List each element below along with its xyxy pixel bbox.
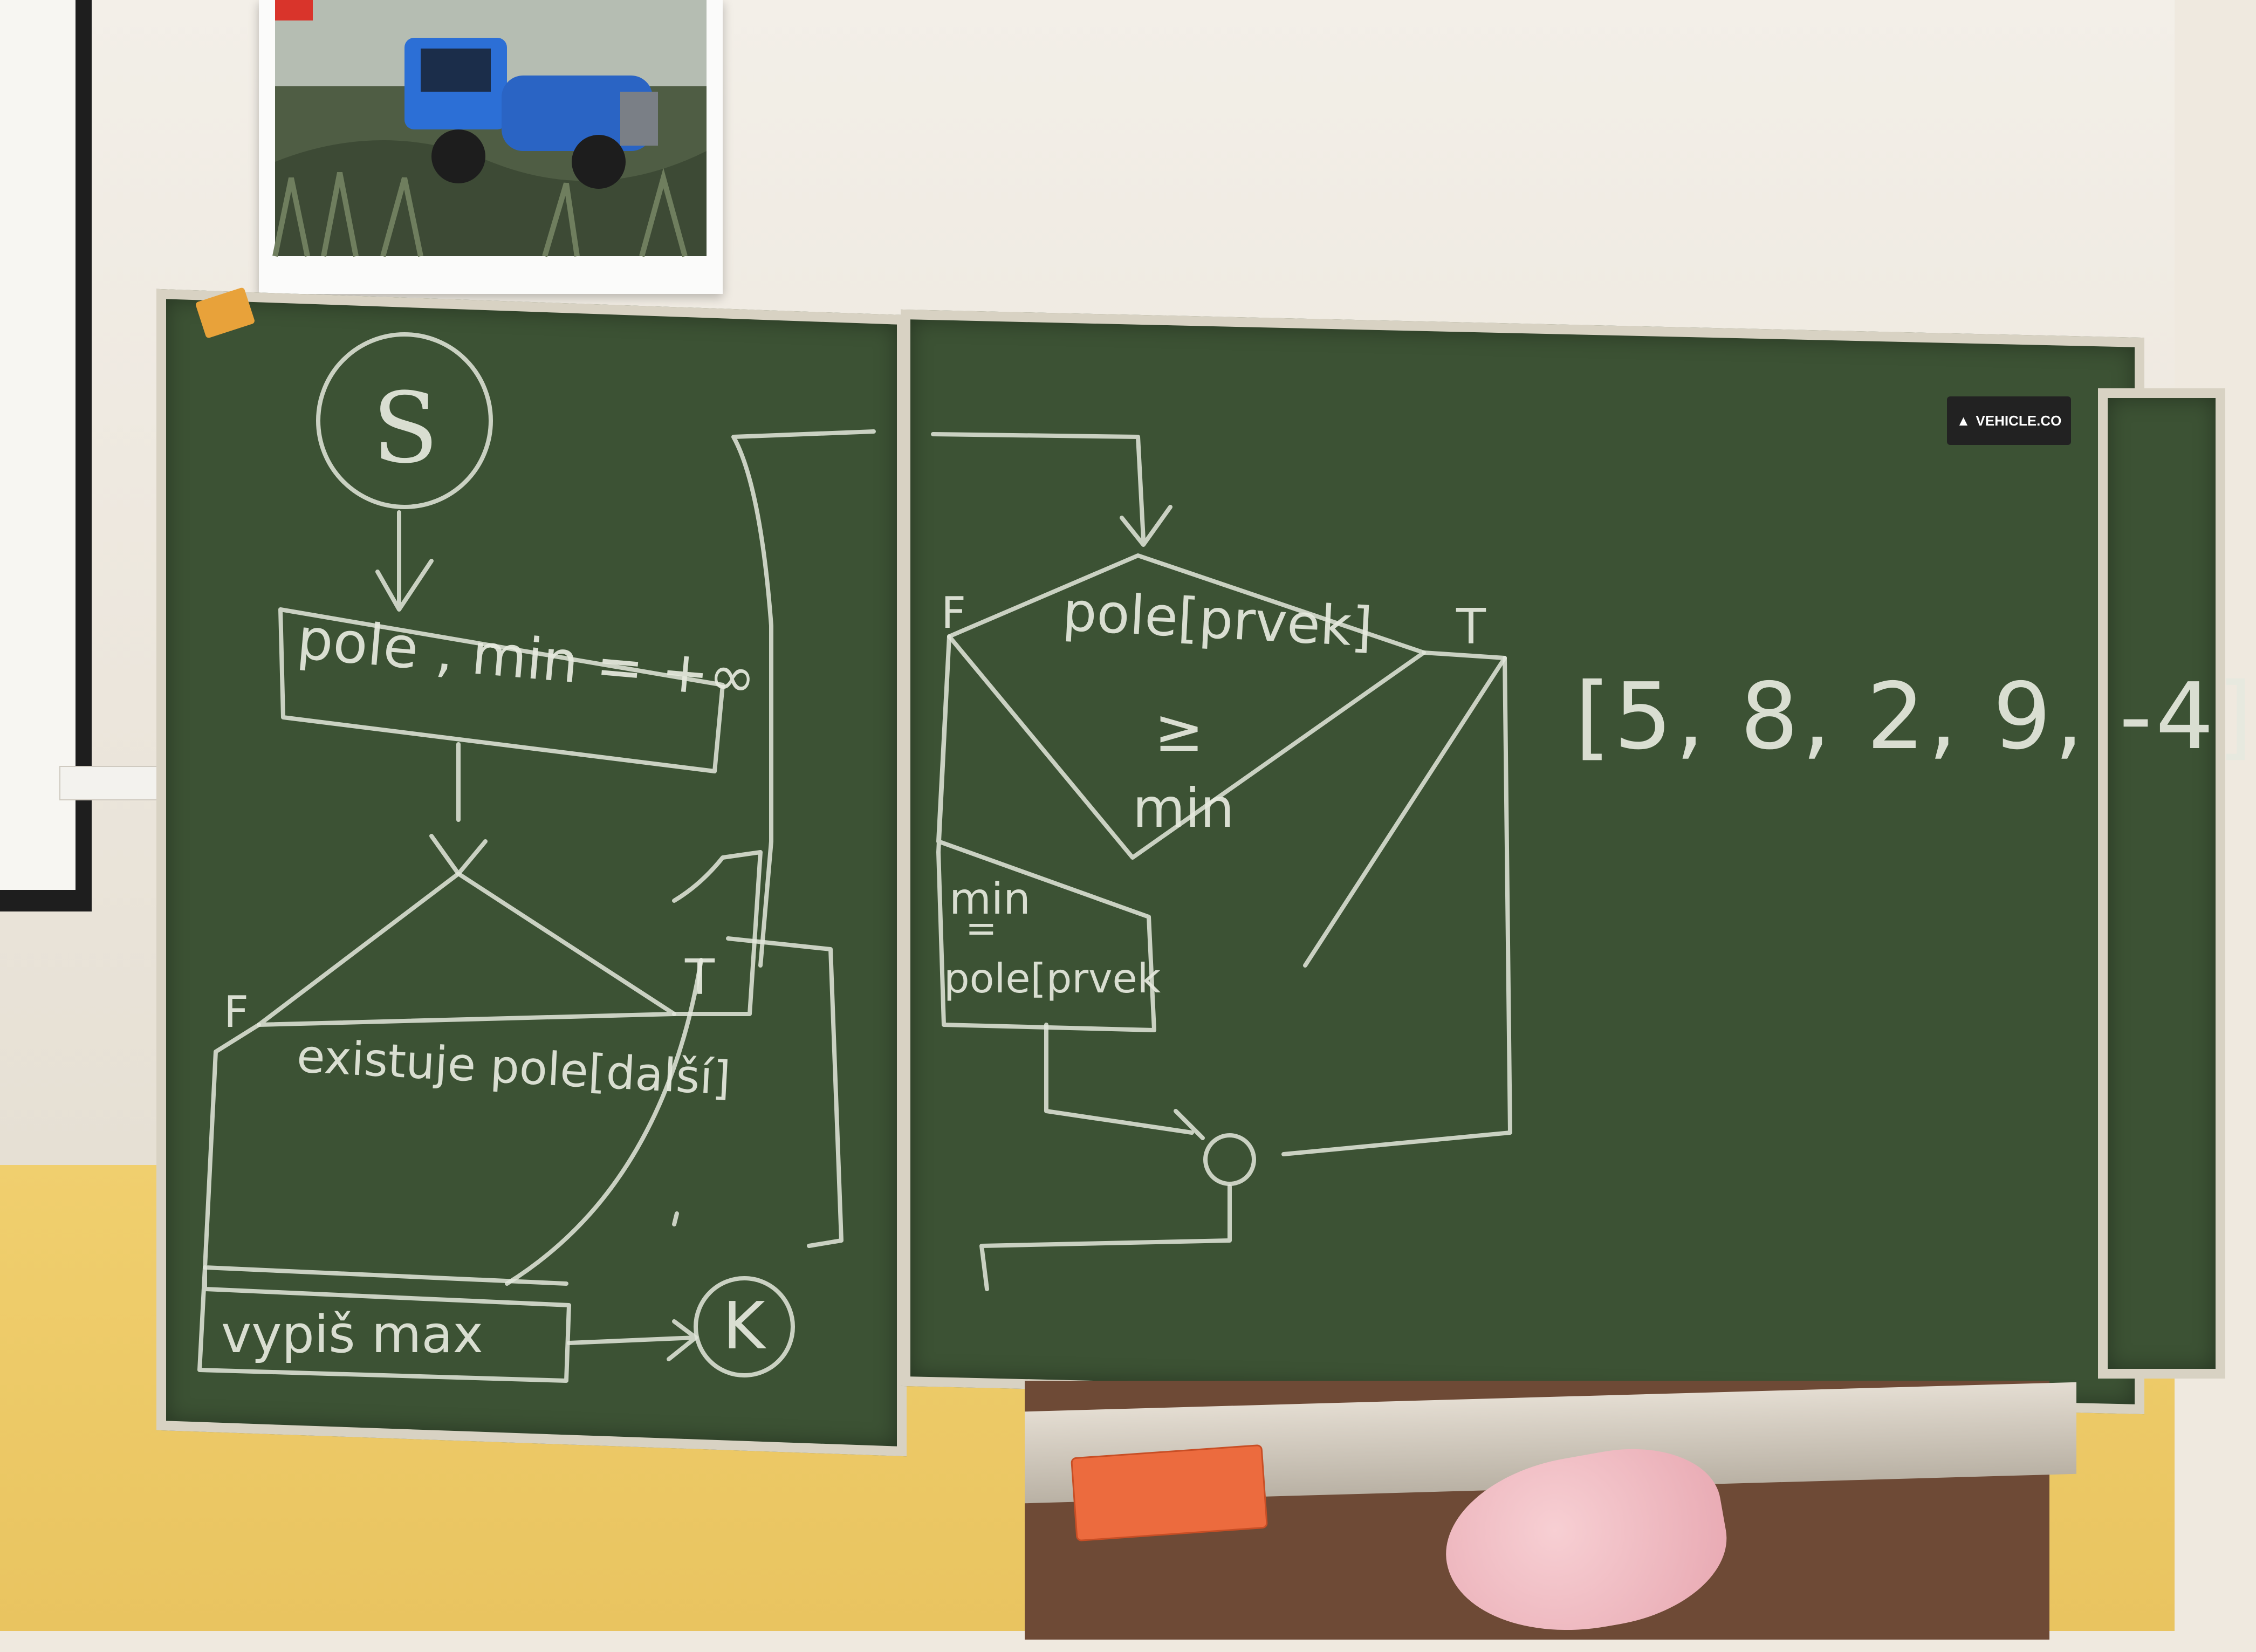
true-branch-top bbox=[672, 850, 763, 1016]
vehicle-sticker-label: VEHICLE.CO bbox=[1976, 412, 2062, 429]
middle-condition-operator: ≥ bbox=[1154, 696, 1204, 765]
recycle-triangle-icon: ▲ bbox=[1956, 412, 1971, 429]
arrow-start-to-init bbox=[375, 510, 434, 612]
middle-condition-line2: min bbox=[1133, 777, 1235, 840]
end-terminal-label: K bbox=[723, 1289, 765, 1364]
truck-illustration bbox=[272, 0, 707, 257]
array-example-text: [5, 8, 2, 9, -4] bbox=[1575, 663, 2256, 770]
false-label-left: F bbox=[224, 987, 249, 1037]
merge-right-bracket bbox=[726, 936, 844, 1248]
logo-icon bbox=[275, 0, 313, 20]
output-statement-text: vypiš max bbox=[221, 1305, 483, 1365]
start-terminal-shape bbox=[316, 332, 493, 509]
loop-back-path bbox=[731, 429, 876, 968]
truck-poster bbox=[259, 0, 723, 294]
init-process-box bbox=[278, 607, 725, 773]
projector-screen-surface bbox=[0, 0, 76, 890]
merge-curve-left bbox=[505, 958, 703, 1286]
flowchart-chalk-lines bbox=[197, 332, 1512, 1383]
condition-diamond-left bbox=[257, 872, 676, 1027]
chalkboard-right bbox=[2098, 388, 2225, 1379]
right-return-path bbox=[1281, 656, 1512, 1156]
false-branch-left bbox=[203, 1023, 568, 1286]
sponge-eraser bbox=[1070, 1444, 1268, 1542]
vehicle-sticker: ▲ VEHICLE.CO bbox=[1947, 396, 2071, 445]
condition-diamond-middle bbox=[947, 553, 1426, 860]
arrow-output-to-end bbox=[567, 1319, 698, 1361]
assign-operator: = bbox=[965, 906, 997, 950]
projector-screen bbox=[0, 0, 92, 911]
arrow-assign-to-merge bbox=[1044, 1023, 1205, 1140]
merge-connector-middle bbox=[1203, 1133, 1256, 1186]
truck-photo bbox=[272, 0, 707, 257]
true-branch-middle bbox=[1303, 650, 1507, 968]
true-label-middle: T bbox=[1456, 599, 1486, 655]
arrow-into-middle-condition bbox=[931, 432, 1172, 547]
false-label-middle: F bbox=[941, 588, 966, 638]
arrow-init-to-merge bbox=[429, 742, 488, 876]
assign-process-box bbox=[936, 634, 1156, 1032]
chalk-mark bbox=[672, 1211, 679, 1226]
true-label-left: T bbox=[685, 949, 715, 1006]
assign-line2: pole[prvek bbox=[944, 955, 1161, 1002]
end-terminal-shape bbox=[694, 1276, 795, 1377]
start-terminal-label: S bbox=[372, 372, 439, 485]
assign-line1: min bbox=[949, 874, 1031, 924]
arrow-merge-down bbox=[979, 1184, 1232, 1291]
